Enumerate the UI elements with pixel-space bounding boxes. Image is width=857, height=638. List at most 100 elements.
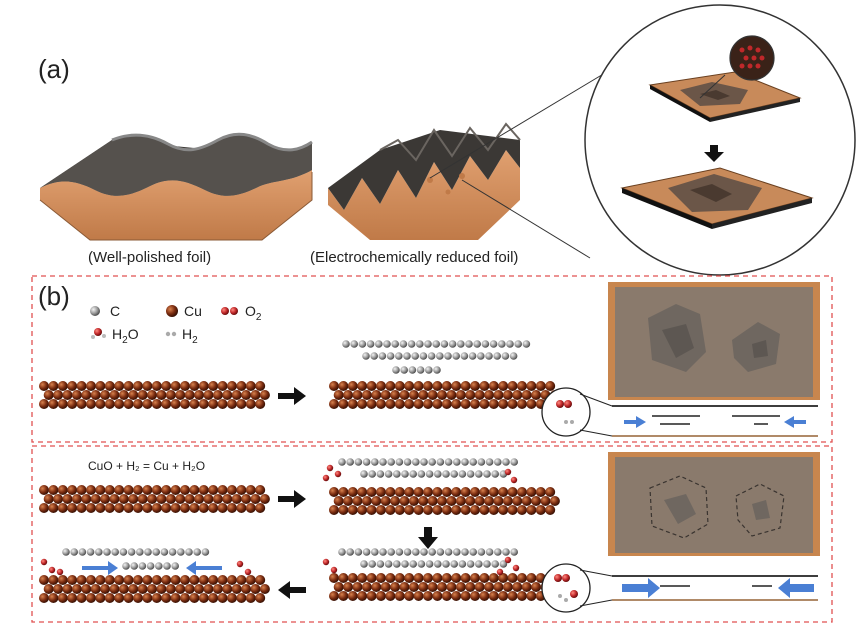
copper-atom <box>208 575 219 585</box>
copper-atom <box>255 399 266 409</box>
copper-atom <box>151 381 162 391</box>
copper-atom <box>245 399 256 409</box>
copper-atom <box>208 503 219 513</box>
copper-atom <box>203 390 214 400</box>
carbon-atom <box>386 352 395 360</box>
carbon-atom <box>383 340 391 348</box>
carbon-atom <box>427 352 436 360</box>
copper-atom <box>347 487 358 497</box>
carbon-atom <box>362 548 371 556</box>
copper-atom <box>208 399 219 409</box>
copper-atom <box>432 505 443 515</box>
copper-atom <box>427 582 438 592</box>
carbon-atom <box>420 548 428 556</box>
copper-atom <box>170 503 181 513</box>
copper-atom <box>104 485 115 495</box>
copper-atom <box>376 573 386 583</box>
carbon-atom <box>127 548 136 556</box>
copper-atom <box>118 494 129 504</box>
micrograph-top <box>608 282 820 400</box>
copper-atom <box>455 496 466 506</box>
copper-atom <box>48 503 59 513</box>
copper-atom <box>76 575 87 585</box>
arrow-right-icon <box>278 387 306 405</box>
carbon-atom <box>442 560 450 568</box>
copper-atom <box>329 381 339 391</box>
copper-atom <box>526 505 537 515</box>
copper-atom <box>512 582 523 592</box>
panel-a-label: (a) <box>38 54 70 84</box>
copper-atom <box>165 584 176 594</box>
copper-atom <box>137 494 148 504</box>
copper-atom <box>123 485 134 495</box>
copper-atom <box>245 593 256 603</box>
copper-atom <box>361 390 372 400</box>
carbon-atom <box>522 340 531 348</box>
copper-atom <box>385 505 396 515</box>
legend-water-icon <box>94 328 102 336</box>
copper-atom <box>338 487 349 497</box>
micrograph-bottom <box>608 452 820 556</box>
carbon-atom <box>448 340 457 348</box>
carbon-atom <box>453 458 461 466</box>
copper-atom <box>329 399 339 409</box>
copper-atom <box>133 575 143 585</box>
copper-atom <box>161 575 172 585</box>
carbon-atom <box>62 548 70 556</box>
copper-atom <box>357 399 368 409</box>
copper-atom <box>526 381 537 391</box>
carbon-atom <box>458 470 467 478</box>
copper-atom <box>423 381 433 391</box>
copper-atom <box>142 399 153 409</box>
copper-atom <box>245 503 256 513</box>
copper-atom <box>95 399 106 409</box>
carbon-atom <box>477 458 486 466</box>
copper-atom <box>241 494 252 504</box>
copper-atom <box>142 381 153 391</box>
carbon-atom <box>461 548 469 556</box>
copper-atom <box>123 593 134 603</box>
copper-atom <box>437 496 448 506</box>
carbon-atom <box>391 340 400 348</box>
carbon-atom <box>130 562 138 570</box>
blue-arrow-right-icon <box>624 416 646 428</box>
copper-atom <box>57 593 68 603</box>
carbon-atom <box>425 366 433 374</box>
copper-atom <box>198 575 209 585</box>
copper-atom <box>76 503 87 513</box>
copper-atom <box>404 487 415 497</box>
carbon-atom <box>475 560 483 568</box>
cross-section-bottom <box>541 563 818 613</box>
copper-atom <box>227 575 237 585</box>
copper-atom <box>95 593 106 603</box>
copper-atom <box>338 591 349 601</box>
carbon-atom <box>460 352 469 360</box>
copper-atom <box>212 494 223 504</box>
copper-atom <box>347 573 358 583</box>
carbon-atom <box>360 560 368 568</box>
well-polished-foil <box>39 132 313 241</box>
copper-atom <box>488 591 499 601</box>
copper-atom <box>540 496 551 506</box>
copper-atom <box>470 399 480 409</box>
blue-arrow-right-icon <box>622 578 660 598</box>
carbon-atom <box>395 458 404 466</box>
copper-atom <box>451 487 462 497</box>
carbon-atom <box>428 548 437 556</box>
oxygen-atom <box>510 476 518 484</box>
carbon-atom <box>399 340 408 348</box>
copper-atom <box>418 496 429 506</box>
caption-well-polished: (Well-polished foil) <box>88 249 211 266</box>
oxygen-atom <box>504 556 512 564</box>
copper-atom <box>531 582 542 592</box>
carbon-atom <box>409 470 418 478</box>
zoom-line-bottom <box>461 179 591 259</box>
copper-atom <box>352 496 363 506</box>
legend-oxygen-icon <box>221 307 229 315</box>
carbon-atom <box>378 352 387 360</box>
copper-atom <box>423 573 433 583</box>
copper-atom <box>493 496 504 506</box>
copper-atom <box>385 573 396 583</box>
copper-atom <box>95 575 106 585</box>
copper-atom <box>418 390 429 400</box>
